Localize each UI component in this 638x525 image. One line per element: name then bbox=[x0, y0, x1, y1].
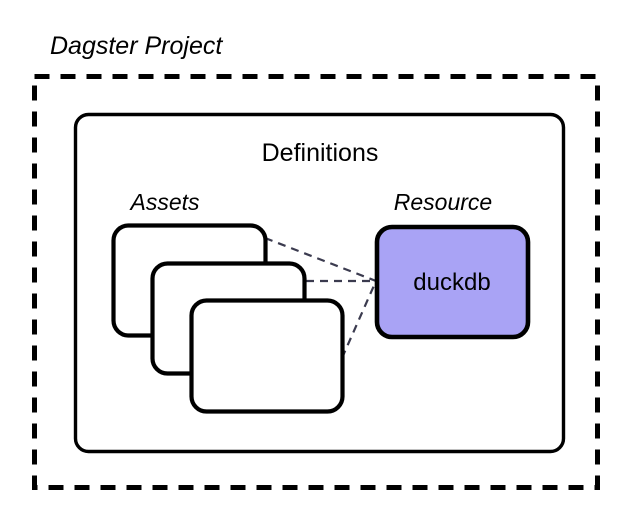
assets-group-label: Assets bbox=[128, 189, 200, 215]
edge-group bbox=[264, 236, 378, 359]
edge-asset-card-3-to-duckdb bbox=[340, 280, 378, 359]
asset-card[interactable] bbox=[189, 298, 345, 414]
resource-node-duckdb[interactable] bbox=[374, 224, 531, 340]
edge-asset-card-1-to-duckdb bbox=[264, 236, 377, 283]
definitions-label: Definitions bbox=[262, 139, 379, 167]
resource-node-label: duckdb bbox=[413, 269, 490, 296]
page-title: Dagster Project bbox=[50, 32, 223, 60]
project-boundary bbox=[32, 74, 600, 490]
resource-group-label: Resource bbox=[394, 189, 492, 215]
